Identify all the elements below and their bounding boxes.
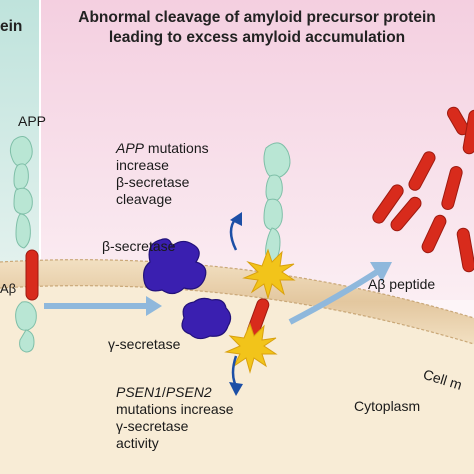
membrane-inner-leaflet [0, 285, 474, 345]
cytoplasm-region [0, 279, 474, 474]
cytoplasm-label: Cytoplasm [354, 398, 421, 414]
panel-title-line-1: Abnormal cleavage of amyloid precursor p… [78, 9, 436, 26]
psen-mutations-note: PSEN1/PSEN2 mutations increase γ-secreta… [116, 384, 234, 452]
flow-arrow-to-peptide-head [370, 262, 392, 282]
app-mutations-note: APP mutations increase β-secretase cleav… [116, 140, 209, 208]
cell-membrane [0, 259, 474, 344]
app-mutations-line-4: cleavage [116, 191, 173, 207]
beta-cleavage-spark [242, 248, 296, 300]
app-mutations-line-1-rest: mutations [144, 140, 209, 156]
gamma-secretase-enzyme [181, 297, 232, 340]
gamma-cleavage-spark [224, 322, 278, 374]
psen1-gene-name: PSEN1 [116, 384, 162, 400]
gamma-release-arrow-head [229, 382, 243, 396]
abeta-segment-left [25, 249, 39, 301]
panel-title-line-2: leading to excess amyloid accumulation [108, 29, 406, 46]
app-protein-left [9, 136, 37, 353]
extracellular-region [40, 0, 474, 300]
abeta-peptide-cluster [372, 106, 474, 273]
psen-mutations-line-1: PSEN1/PSEN2 [116, 384, 234, 401]
left-panel-title-fragment: ein [0, 18, 23, 35]
abeta-peptide-label: Aβ peptide [368, 276, 436, 292]
psen-mutations-line-4: activity [116, 435, 159, 451]
flow-arrow-to-secretase-head [146, 296, 162, 316]
flow-arrow-to-peptide [288, 267, 382, 325]
psen-mutations-line-2: mutations increase [116, 401, 234, 417]
beta-secretase-enzyme [143, 238, 207, 295]
app-mutations-line-1: APP mutations [116, 140, 209, 157]
beta-release-arrow-head [230, 212, 242, 226]
psen2-gene-name: PSEN2 [165, 384, 212, 400]
panel-title: Abnormal cleavage of amyloid precursor p… [40, 8, 474, 48]
psen-mutations-line-3: γ-secretase [116, 418, 189, 434]
gamma-secretase-label: γ-secretase [108, 336, 181, 352]
app-mutations-line-2: increase [116, 157, 169, 173]
psen-slash: / [161, 384, 166, 400]
app-mutations-line-3: β-secretase [116, 174, 190, 190]
abeta-label-left: Aβ [0, 281, 17, 296]
app-label: APP [18, 113, 47, 129]
app-gene-name: APP [116, 140, 145, 156]
membrane-outer-leaflet [0, 259, 474, 319]
beta-secretase-label: β-secretase [102, 238, 176, 254]
